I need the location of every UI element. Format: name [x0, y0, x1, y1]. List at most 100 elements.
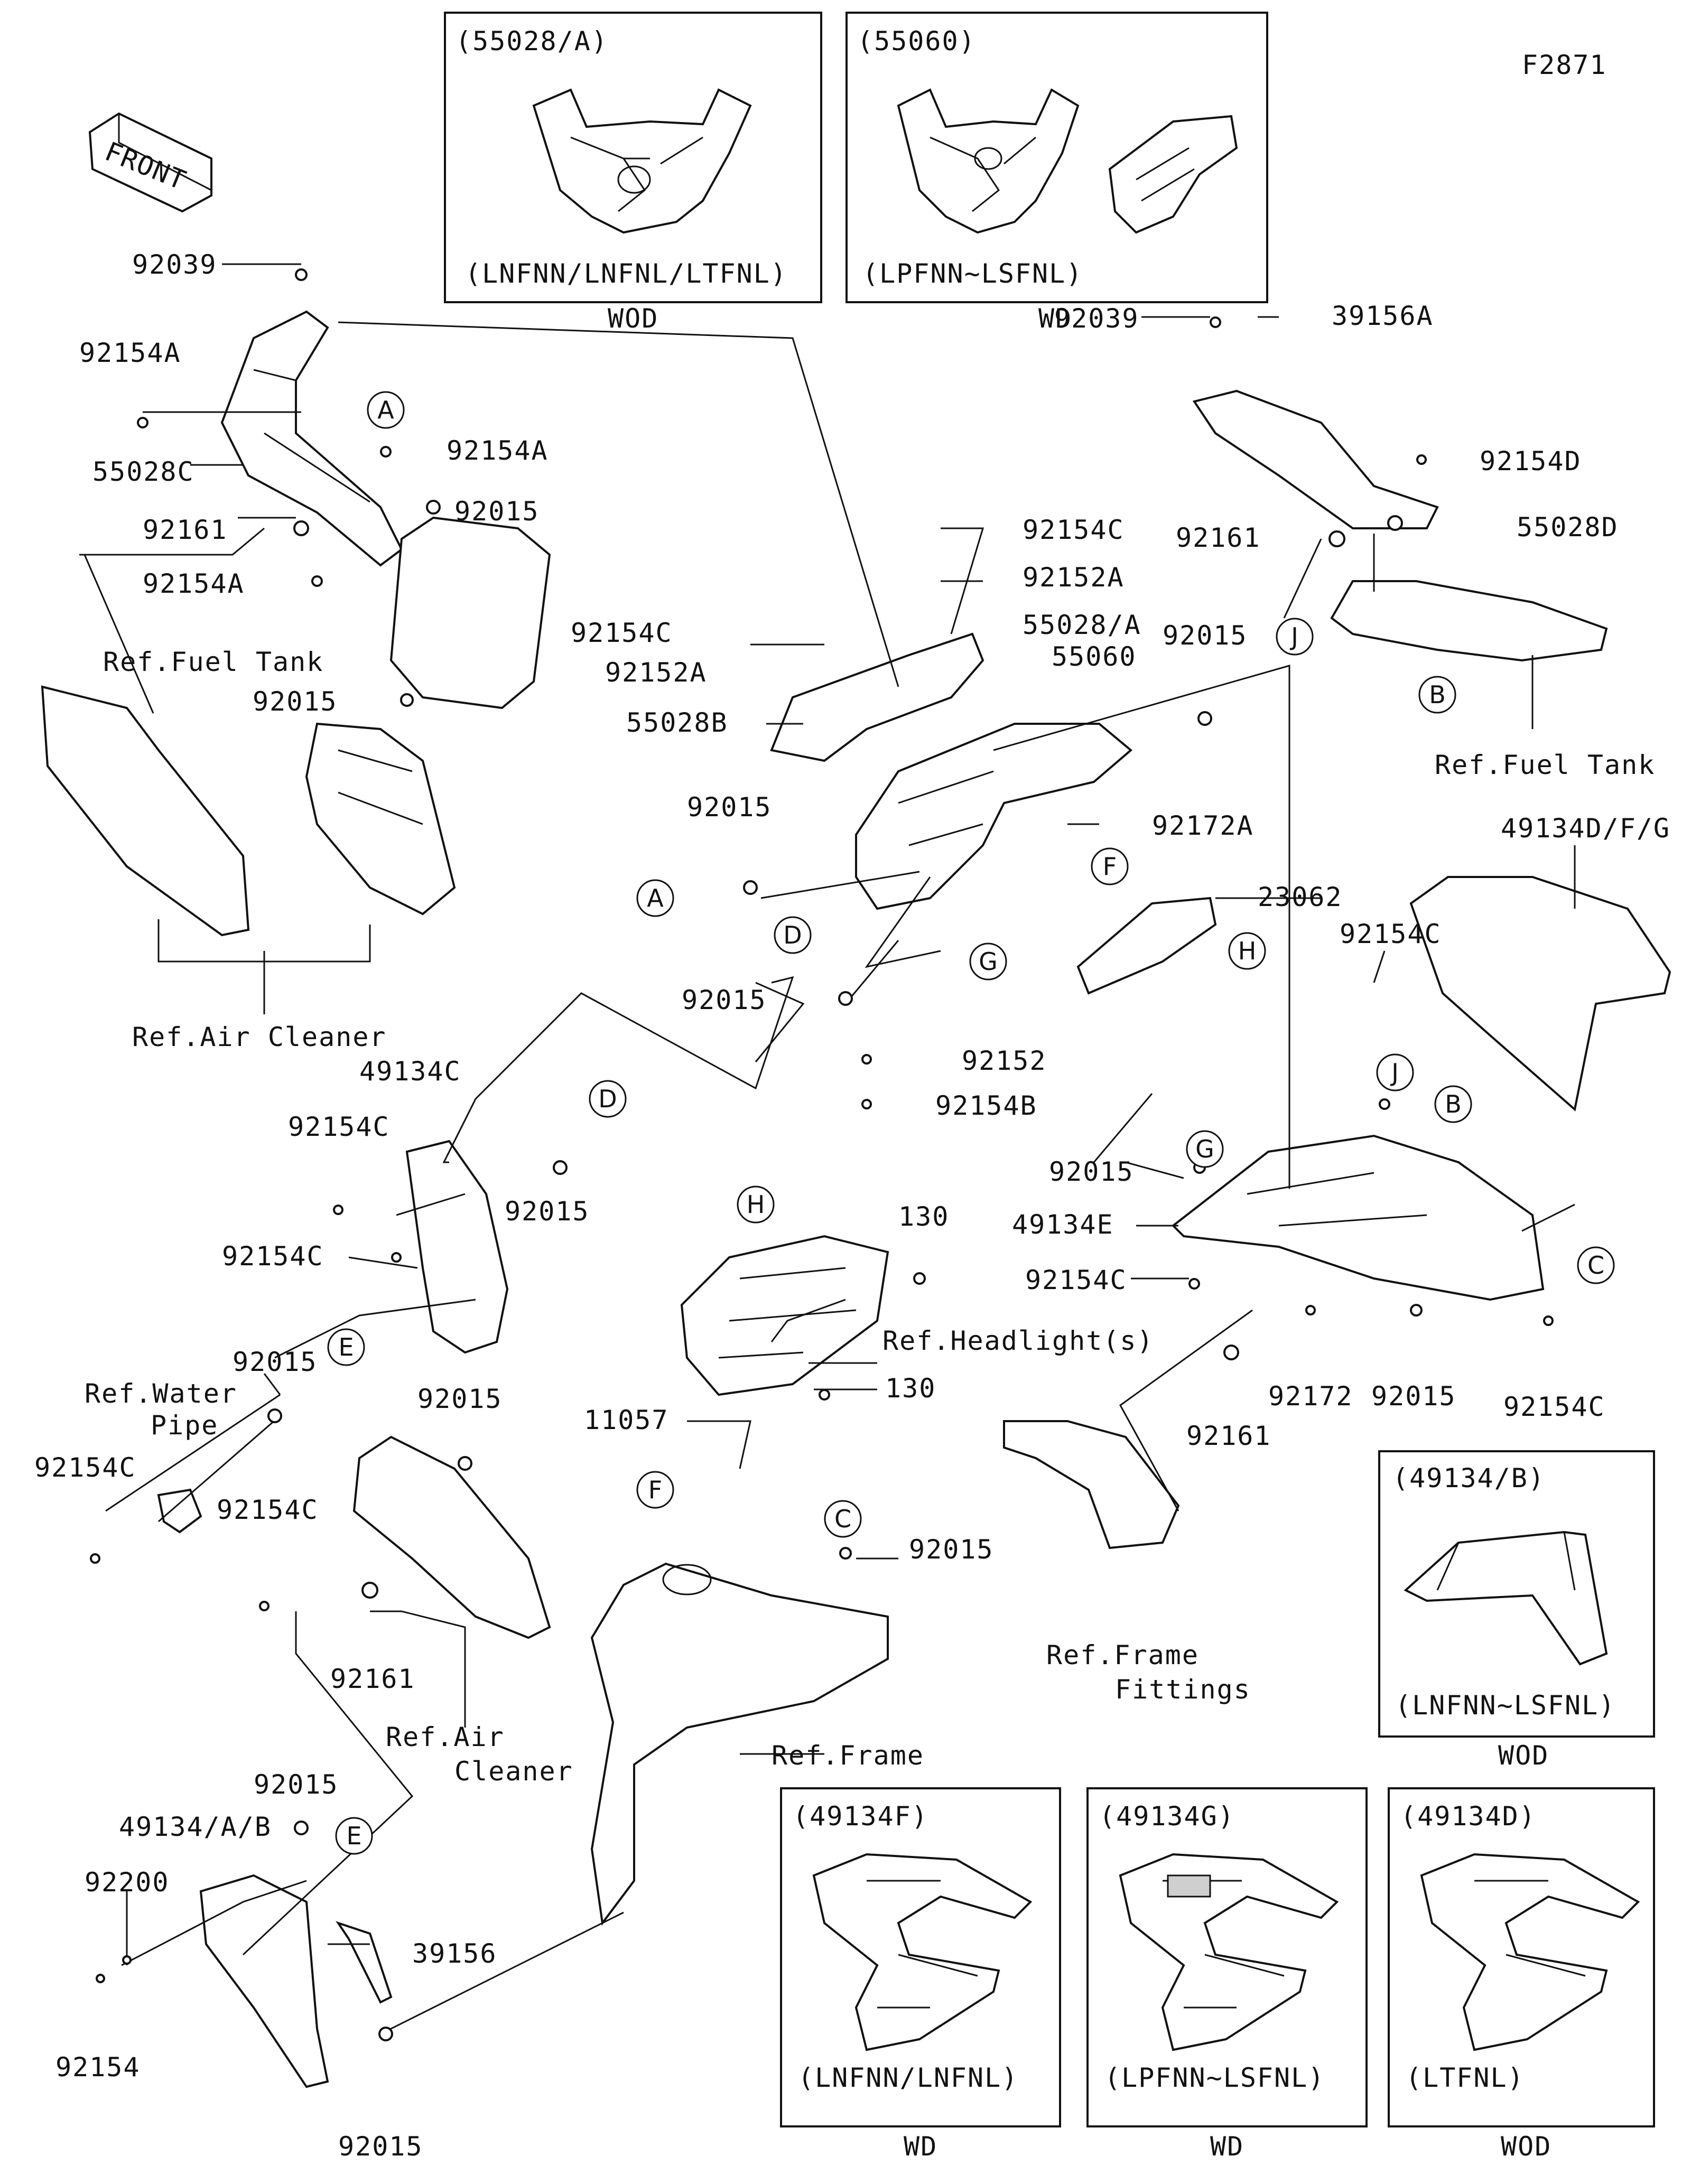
callout-f-1: F: [1091, 847, 1129, 885]
inset-color: WD: [1038, 303, 1072, 334]
svg-text:H: H: [747, 1190, 765, 1219]
part-label: 92161: [1176, 522, 1261, 553]
fastener-marks: [90, 268, 1554, 2041]
callout-h-2: H: [737, 1186, 775, 1224]
part-label: 92154C: [571, 618, 673, 648]
part-label: 55028C: [92, 456, 194, 487]
inset-box-49134g: (49134G) (LPFNN~LSFNL) WD: [1086, 1787, 1368, 2162]
part-label: 92200: [85, 1867, 170, 1898]
air-cleaner-panel-part: [41, 685, 456, 937]
cowl-55028d-part: [1192, 389, 1439, 529]
upper-cowl-55028a-part: [855, 723, 1133, 910]
headlight-assembly-part: [680, 1235, 889, 1396]
part-label: 92015: [417, 1384, 503, 1414]
part-label: 92154C: [34, 1452, 136, 1483]
part-label: 92154C: [1503, 1392, 1605, 1422]
part-label: 92015: [233, 1347, 318, 1377]
part-label: 92015: [687, 792, 772, 823]
part-label: 92154D: [1480, 446, 1582, 477]
cowl-55028c-part: [220, 310, 403, 567]
side-panel-icon: [1404, 1530, 1608, 1666]
svg-text:E: E: [338, 1333, 354, 1361]
upper-cowl-front-icon: [532, 88, 752, 234]
inset-box-55060: (55060) (LPFNN~LSFNL) WD: [846, 12, 1268, 334]
part-label: 49134C: [359, 1056, 461, 1087]
inset-code: (49134/B): [1392, 1463, 1545, 1494]
part-label: 92161: [1186, 1421, 1271, 1451]
svg-text:A: A: [647, 884, 664, 912]
part-label: Pipe: [151, 1410, 218, 1441]
inset-variant: (LPFNN~LSFNL): [862, 258, 1083, 289]
part-labels: 92039 92154A 55028C 92154A 92015 92161 9…: [34, 249, 1670, 2162]
part-label: 49134D/F/G: [1501, 813, 1670, 844]
part-label: 92172: [1268, 1381, 1353, 1412]
callout-j-1: J: [1276, 618, 1314, 656]
part-label: 92154C: [1025, 1265, 1127, 1295]
svg-text:G: G: [1195, 1135, 1214, 1163]
svg-text:A: A: [377, 396, 394, 424]
callout-h-1: H: [1228, 932, 1266, 970]
part-label: 55060: [1052, 641, 1137, 672]
callout-e-1: E: [327, 1328, 365, 1366]
part-label: Ref.Fuel Tank: [1435, 750, 1655, 780]
callout-a-2: A: [636, 879, 674, 917]
part-label: 92154C: [1340, 919, 1442, 949]
svg-text:F: F: [648, 1476, 662, 1504]
part-label: 39156: [412, 1938, 497, 1969]
upper-cowl-front-icon: [897, 88, 1080, 234]
part-label: 92154: [55, 2052, 141, 2083]
part-label: 92172A: [1152, 810, 1254, 841]
part-label: Ref.Water: [85, 1378, 237, 1409]
part-label: 92154B: [935, 1090, 1037, 1121]
part-label: 55028B: [626, 707, 728, 738]
callout-b-1: B: [1418, 676, 1456, 714]
callout-f-2: F: [636, 1471, 674, 1509]
inset-variant: (LNFNN/LNFNL): [798, 2062, 1018, 2093]
leader-lines: [79, 263, 1576, 2035]
callout-e-2: E: [335, 1817, 373, 1855]
part-label: 92015: [505, 1196, 590, 1227]
svg-text:E: E: [346, 1822, 361, 1850]
inset-box-55028a: (55028/A) (LNFNN/LNFNL/LTFNL) WOD: [444, 12, 822, 334]
part-label: 49134/A/B: [119, 1812, 272, 1842]
inset-box-49134b: (49134/B) (LNFNN~LSFNL) WOD: [1378, 1450, 1655, 1771]
svg-text:J: J: [1390, 1058, 1399, 1087]
lower-cover-49134a-part: [199, 1874, 393, 2088]
inset-variant: (LTFNL): [1406, 2062, 1525, 2093]
shroud-panel-icon: [1119, 1853, 1339, 2051]
inset-color: WOD: [1501, 2131, 1551, 2162]
part-label: 39156A: [1332, 301, 1434, 331]
figure-id: F2871: [1522, 50, 1607, 80]
part-label: 92154C: [222, 1241, 324, 1272]
svg-text:H: H: [1238, 937, 1257, 965]
inset-code: (55028/A): [456, 26, 608, 57]
part-label: 92154C: [288, 1112, 390, 1142]
part-label: Ref.Air: [386, 1722, 505, 1752]
part-label: 92152: [962, 1046, 1047, 1076]
part-label: 92152A: [605, 657, 707, 688]
side-cowl-icon: [1108, 115, 1238, 234]
part-label: 92154A: [143, 568, 245, 599]
part-label: 55028D: [1517, 512, 1619, 543]
svg-text:B: B: [1445, 1090, 1462, 1118]
frame-part: [590, 1562, 889, 1926]
inset-code: (49134G): [1099, 1801, 1235, 1832]
svg-text:F: F: [1103, 852, 1117, 881]
inset-code: (55060): [857, 26, 976, 57]
part-label: Ref.Fuel Tank: [103, 647, 323, 677]
part-label: 92161: [330, 1664, 415, 1694]
part-label: Ref.Air Cleaner: [132, 1022, 387, 1052]
part-label: 92039: [1054, 303, 1139, 334]
inset-variant: (LNFNN/LNFNL/LTFNL): [465, 258, 787, 289]
part-label: 92039: [132, 249, 217, 280]
part-label: 55028/A: [1023, 610, 1141, 640]
inset-code: (49134D): [1400, 1801, 1536, 1832]
inset-color: WD: [1210, 2131, 1244, 2162]
part-label: 92152A: [1023, 562, 1125, 593]
svg-text:G: G: [979, 947, 998, 976]
part-label: 92015: [1049, 1156, 1134, 1187]
part-label: 92015: [1163, 620, 1248, 651]
fuel-tank-part: [389, 516, 551, 710]
svg-text:C: C: [834, 1505, 851, 1533]
